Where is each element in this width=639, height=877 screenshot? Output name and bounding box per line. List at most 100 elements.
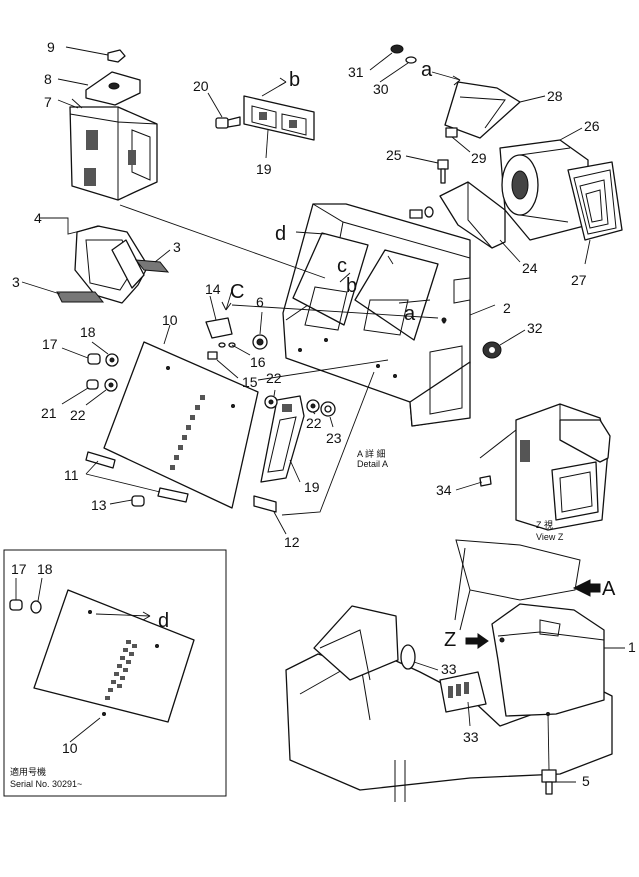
part-14-latch: [205, 289, 233, 339]
callout-22-right: 22: [306, 415, 322, 431]
part-21-bolt: [61, 379, 99, 405]
inset-serial-jp: 適用号機: [10, 766, 46, 777]
callout-14: 14: [205, 281, 221, 297]
detail-a-label: A 詳 細 Detail A: [357, 448, 388, 469]
inset-serial-no: Serial No. 30291~: [10, 779, 82, 789]
ref-a-main: a: [404, 303, 416, 325]
part-25-bolt: [405, 155, 449, 184]
part-3-gasket-left: [21, 281, 105, 303]
callout-18-inset: 18: [37, 561, 53, 577]
callout-24: 24: [522, 260, 538, 276]
part-12-bracket: [253, 495, 287, 535]
callout-29: 29: [471, 150, 487, 166]
callout-11: 11: [64, 467, 79, 483]
part-22-washer-right: [306, 399, 320, 415]
callout-18-main: 18: [80, 324, 96, 340]
machine-overview: [285, 539, 625, 802]
callout-6: 6: [256, 294, 264, 310]
part-15-bolt: [207, 351, 239, 379]
ref-b-top: b: [289, 69, 300, 91]
callout-25: 25: [386, 147, 402, 163]
ref-d-inset: d: [158, 610, 169, 632]
part-6-bolt: [252, 311, 268, 350]
callout-23: 23: [326, 430, 342, 446]
callout-16: 16: [250, 354, 266, 370]
callout-10-inset: 10: [62, 740, 78, 756]
callout-1: 1: [628, 639, 636, 655]
callout-12: 12: [284, 534, 300, 550]
view-arrow-z-icon: [465, 633, 489, 649]
callout-21: 21: [41, 405, 57, 421]
part-18-washer: [91, 341, 119, 367]
callout-19-top: 19: [256, 161, 272, 177]
callout-32: 32: [527, 320, 543, 336]
callout-33-lower: 33: [463, 729, 479, 745]
callout-26: 26: [584, 118, 600, 134]
part-32-nut: [482, 329, 526, 359]
part-2-cowl: [282, 203, 496, 427]
callout-4: 4: [34, 210, 42, 226]
callout-20: 20: [193, 78, 209, 94]
part-22-washer-left: [85, 378, 118, 406]
part-10-panel: [103, 324, 259, 509]
part-3-gasket-right: [134, 249, 171, 273]
part-23-bushing: [320, 401, 336, 428]
callout-34: 34: [436, 482, 452, 498]
inset-box: 適用号機 Serial No. 30291~: [3, 549, 227, 797]
part-30-washer: [379, 56, 417, 83]
view-z-en: View Z: [536, 532, 564, 542]
part-4-frame: [40, 217, 149, 304]
callout-3-right: 3: [173, 239, 181, 255]
callout-2: 2: [503, 300, 511, 316]
callout-17-inset: 17: [11, 561, 27, 577]
callout-10: 10: [162, 312, 178, 328]
part-26-air-cleaner: [499, 127, 589, 241]
callout-8: 8: [44, 71, 52, 87]
ref-c-main: c: [337, 255, 347, 277]
part-7-duct-cover: [57, 98, 158, 201]
assembly-line-bottom: [281, 371, 375, 516]
callout-30: 30: [373, 81, 389, 97]
part-17-bolt: [61, 347, 101, 365]
callout-22-top: 22: [266, 370, 282, 386]
part-8-plate: [57, 71, 141, 106]
part-13-bolt: [109, 495, 145, 507]
callout-7: 7: [44, 94, 52, 110]
part-16-pin: [218, 342, 251, 356]
callout-33-upper: 33: [441, 661, 457, 677]
part-19-grille-plate-top: [243, 77, 315, 159]
callout-5: 5: [582, 773, 590, 789]
part-11-hinge-left: [85, 451, 189, 503]
callout-22-left: 22: [70, 407, 86, 423]
callout-31: 31: [348, 64, 364, 80]
ref-Z: Z: [444, 629, 456, 651]
callout-13: 13: [91, 497, 107, 513]
part-20-bolt: [207, 92, 241, 129]
part-27-filter: [567, 161, 623, 265]
part-31-nut: [369, 44, 404, 71]
callout-28: 28: [547, 88, 563, 104]
assembly-line-latch: [231, 304, 439, 319]
part-29-bolt: [445, 127, 471, 153]
part-22-washer-center: [264, 389, 278, 409]
ref-b-main: b: [346, 275, 357, 297]
ref-A: A: [602, 578, 616, 600]
assembly-line-panel: [257, 359, 389, 381]
callout-9: 9: [47, 39, 55, 55]
callout-17-main: 17: [42, 336, 58, 352]
ref-a-top: a: [421, 59, 433, 81]
callout-3-left: 3: [12, 274, 20, 290]
part-24-mount-bracket: [409, 181, 521, 263]
part-19-grille-plate-lower: [260, 395, 305, 483]
part-9-knob: [65, 46, 126, 63]
assembly-line-duct: [119, 204, 326, 279]
view-z-housing: Z 視 View Z: [455, 403, 611, 542]
callout-19-lower: 19: [304, 479, 320, 495]
callout-15: 15: [242, 374, 258, 390]
detail-a-en: Detail A: [357, 459, 388, 469]
part-28-bracket: [431, 71, 546, 139]
view-arrow-a-icon: [572, 579, 601, 597]
callout-27: 27: [571, 272, 587, 288]
view-z-jp: Z 視: [536, 519, 553, 530]
